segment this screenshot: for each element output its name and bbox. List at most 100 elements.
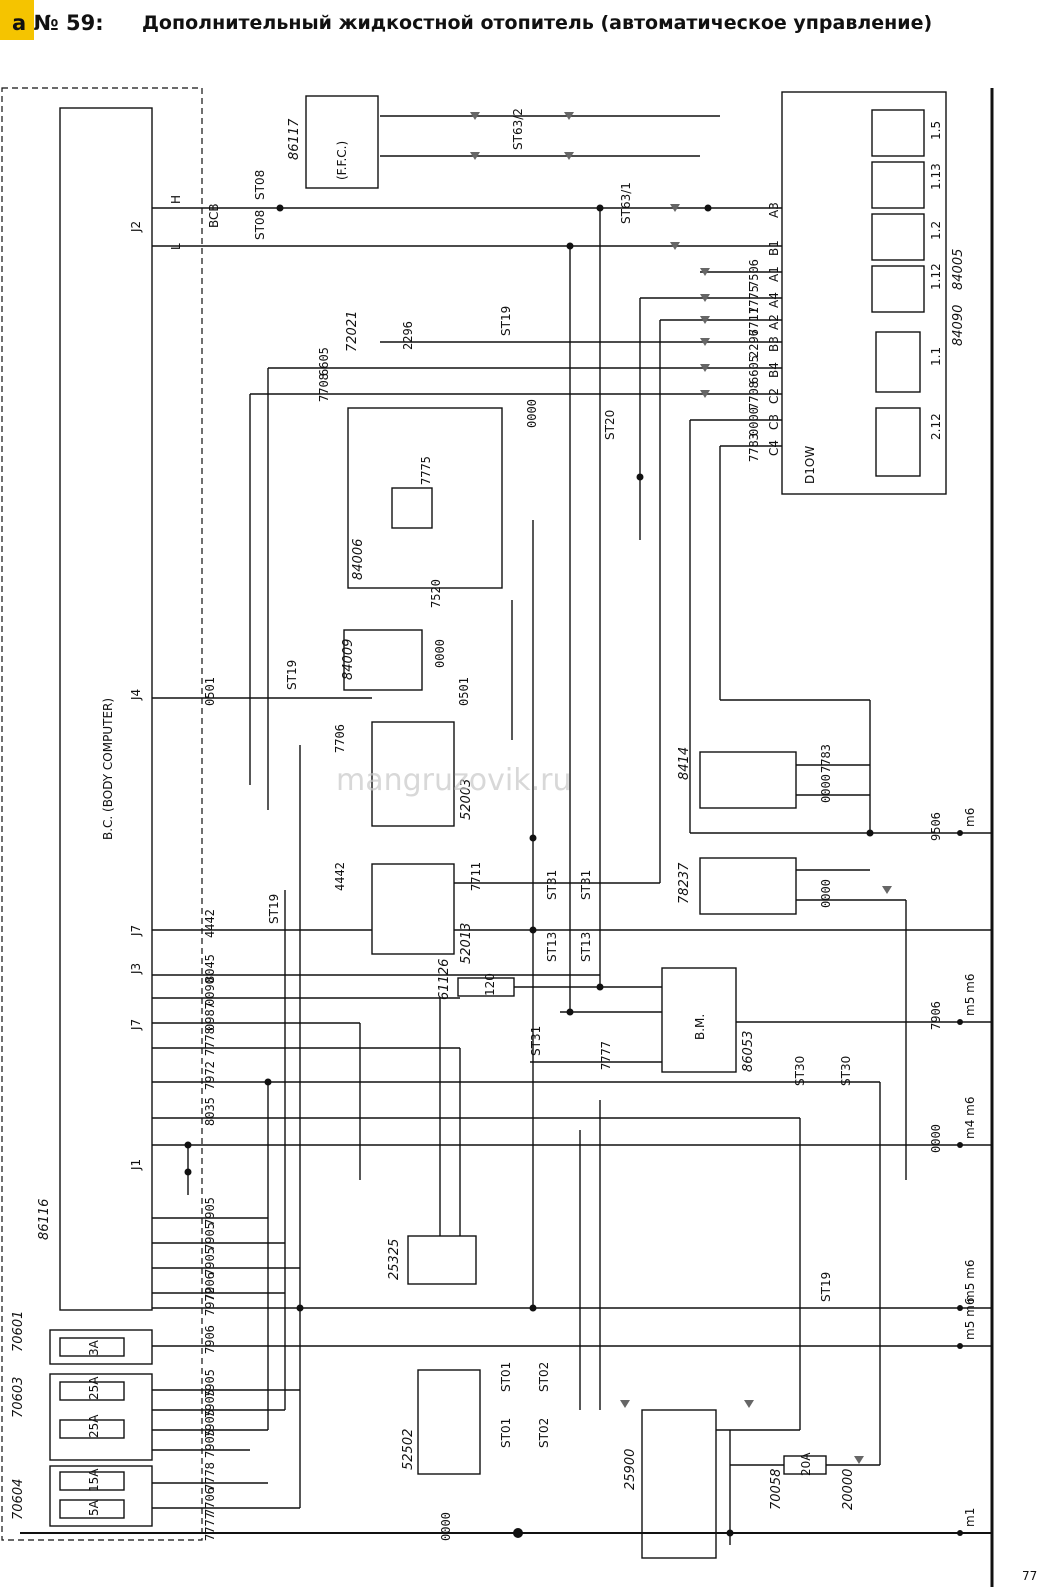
misc-wire: 7906 xyxy=(929,1001,943,1030)
diagram-number: а № 59: xyxy=(12,11,104,35)
body-wire: 0501 xyxy=(203,677,217,706)
heater-pin-label: A1 xyxy=(767,266,781,282)
misc-wire: 0000 xyxy=(433,639,447,668)
heater-pin-label: B1 xyxy=(767,240,781,256)
heater-pin-label: B3 xyxy=(767,336,781,352)
diagram-title: Дополнительный жидкостной отопитель (авт… xyxy=(142,12,933,34)
heater-pin-wire: 7506 xyxy=(747,259,761,288)
watermark: mangruzovik.ru xyxy=(336,763,571,798)
ground-label: m5 m6 xyxy=(963,1260,977,1302)
line-id: BCB xyxy=(207,203,221,228)
heater-pin-label: A2 xyxy=(767,314,781,330)
connector-tag: ST63/2 xyxy=(511,108,525,150)
sensor-72021-code: 72021 xyxy=(345,311,360,352)
misc-wire: 9506 xyxy=(929,812,943,841)
bc-connector-label: J4 xyxy=(129,689,143,701)
heater-pin-wire: 7708 xyxy=(747,381,761,410)
misc-wire: 2296 xyxy=(401,321,415,350)
ground-label: m4 m6 xyxy=(963,1097,977,1139)
misc-wire: 0000 xyxy=(819,774,833,803)
heater-pin-wire: 7783 xyxy=(747,433,761,462)
page-reference: 77 xyxy=(1022,1569,1037,1583)
misc-wire: 6605 xyxy=(317,347,331,376)
heater-pin-label: A4 xyxy=(767,292,781,308)
misc-wire: 0000 xyxy=(525,399,539,428)
line-id: H xyxy=(169,195,183,204)
resistor-61126-value: 120 xyxy=(483,973,497,996)
connector-tag: ST08 xyxy=(253,170,267,200)
heater-pin-label: C3 xyxy=(767,414,781,430)
j1-wire: 7905 xyxy=(203,1197,217,1226)
heater-parts-group: 1.5 1.13 1.2 1.12 1.1 2.12 xyxy=(929,121,943,440)
bc-connector-label: J7 xyxy=(129,925,143,937)
j1-wire: 7972 xyxy=(203,1061,217,1090)
heater-pin-wire: 7775 xyxy=(747,285,761,314)
connector-tag: ST19 xyxy=(285,660,299,690)
fuse-70603-rating-1: 25A xyxy=(87,1376,101,1400)
bc-connector-label: J2 xyxy=(129,221,143,233)
heater-part-label: 2.12 xyxy=(929,413,943,440)
wiring-schematic: 86116 B.C. (BODY COMPUTER) 86117 (F.F.C.… xyxy=(1,87,1037,1587)
body-wire: 7778 xyxy=(203,1027,217,1056)
unit-78237-code: 78237 xyxy=(677,862,692,904)
ground-label: m5 m6 xyxy=(963,1298,977,1340)
heater-part-label: 1.12 xyxy=(929,263,943,290)
heater-part-label: 1.5 xyxy=(929,121,943,140)
switch-52502-code: 52502 xyxy=(401,1429,416,1470)
heater-part-label: 1.13 xyxy=(929,163,943,190)
unit-84006-code: 84006 xyxy=(351,539,366,580)
fuse-bus-wire: 7706 xyxy=(203,1487,217,1516)
connector-tag: ST31 xyxy=(529,1026,543,1056)
misc-wire: 0501 xyxy=(457,677,471,706)
heater-pin-group: A3B1A17506A47775A27711B32296B46605C27708… xyxy=(747,202,781,462)
fuse-bus-wire: 7972 xyxy=(203,1287,217,1316)
line-id: L xyxy=(169,243,183,250)
fuse-bus-wire: 7905 xyxy=(203,1429,217,1458)
body-wire: 8045 xyxy=(203,954,217,983)
connector-tag: ST01 xyxy=(499,1362,513,1392)
body-wire: 0987 xyxy=(203,1002,217,1031)
heater-code-2: 84090 xyxy=(951,305,966,346)
misc-wire: 7783 xyxy=(819,744,833,773)
relay-25325-code: 25325 xyxy=(387,1239,402,1280)
fuse-70604-rating-1: 15A xyxy=(87,1468,101,1492)
heater-pin-label: A3 xyxy=(767,202,781,218)
j1-wire: 7905 xyxy=(203,1247,217,1276)
fuse-bus-wire: 7905 xyxy=(203,1389,217,1418)
connector-tag: ST13 xyxy=(545,932,559,962)
connector-tag: ST31 xyxy=(579,870,593,900)
connector-tag: ST63/1 xyxy=(619,182,633,224)
j1-wire: 7905 xyxy=(203,1222,217,1251)
connector-tag: ST19 xyxy=(819,1272,833,1302)
heater-pin-wire: 0000 xyxy=(747,407,761,436)
misc-wire: 0000 xyxy=(439,1512,453,1541)
misc-wire: 7777 xyxy=(599,1041,613,1070)
fuse-70604-rating-2: 5A xyxy=(87,1499,101,1516)
misc-wire: 0000 xyxy=(929,1124,943,1153)
connector-tag: ST19 xyxy=(267,894,281,924)
heater-pin-label: B4 xyxy=(767,362,781,378)
bm-label: B.M. xyxy=(693,1014,707,1040)
misc-wire: 7706 xyxy=(333,724,347,753)
heater-part-label: 1.1 xyxy=(929,347,943,366)
body-wire: 0090 xyxy=(203,977,217,1006)
bm-code: 86053 xyxy=(741,1031,756,1072)
heater-pin-wire: 2296 xyxy=(747,329,761,358)
ground-label: m5 m6 xyxy=(963,974,977,1016)
misc-wire: 4442 xyxy=(333,862,347,891)
heater-part-label: 1.2 xyxy=(929,221,943,240)
connector-tag: ST30 xyxy=(793,1056,807,1086)
connector-tag: ST31 xyxy=(545,870,559,900)
connector-tag: ST19 xyxy=(499,306,513,336)
connector-tag: ST08 xyxy=(253,210,267,240)
misc-wire: 0000 xyxy=(819,879,833,908)
heater-label: D1OW xyxy=(803,446,817,484)
fuse-70603-code: 70603 xyxy=(11,1377,26,1418)
ground-label: m1 xyxy=(963,1508,977,1527)
body-computer-code: 86116 xyxy=(37,1199,52,1240)
j1-wire: 7906 xyxy=(203,1272,217,1301)
connector-tag: ST02 xyxy=(537,1362,551,1392)
